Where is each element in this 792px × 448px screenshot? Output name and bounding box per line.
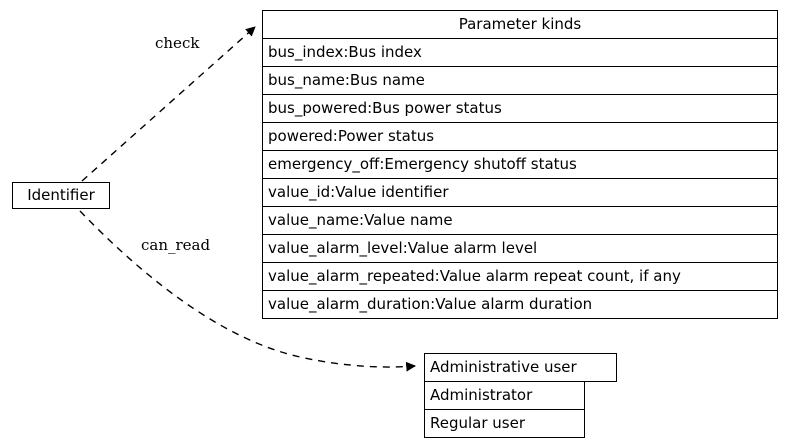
parameter-kinds-row[interactable]: emergency_off:Emergency shutoff status <box>262 150 778 179</box>
administrative-user-row[interactable]: Regular user <box>424 409 585 438</box>
edge-label-check: check <box>155 34 200 52</box>
administrative-user-header: Administrative user <box>424 353 617 382</box>
edge-label-can-read: can_read <box>141 236 211 254</box>
parameter-kinds-row[interactable]: bus_powered:Bus power status <box>262 94 778 123</box>
parameter-kinds-row[interactable]: value_id:Value identifier <box>262 178 778 207</box>
parameter-kinds-row[interactable]: powered:Power status <box>262 122 778 151</box>
parameter-kinds-row[interactable]: value_alarm_duration:Value alarm duratio… <box>262 290 778 319</box>
administrative-user-row[interactable]: Administrator <box>424 381 585 410</box>
parameter-kinds-header: Parameter kinds <box>262 10 778 39</box>
parameter-kinds-row[interactable]: bus_name:Bus name <box>262 66 778 95</box>
parameter-kinds-row[interactable]: value_name:Value name <box>262 206 778 235</box>
parameter-kinds-row[interactable]: bus_index:Bus index <box>262 38 778 67</box>
identifier-node-label[interactable]: Identifier <box>12 182 110 209</box>
parameter-kinds-row[interactable]: value_alarm_repeated:Value alarm repeat … <box>262 262 778 291</box>
parameter-kinds-row[interactable]: value_alarm_level:Value alarm level <box>262 234 778 263</box>
